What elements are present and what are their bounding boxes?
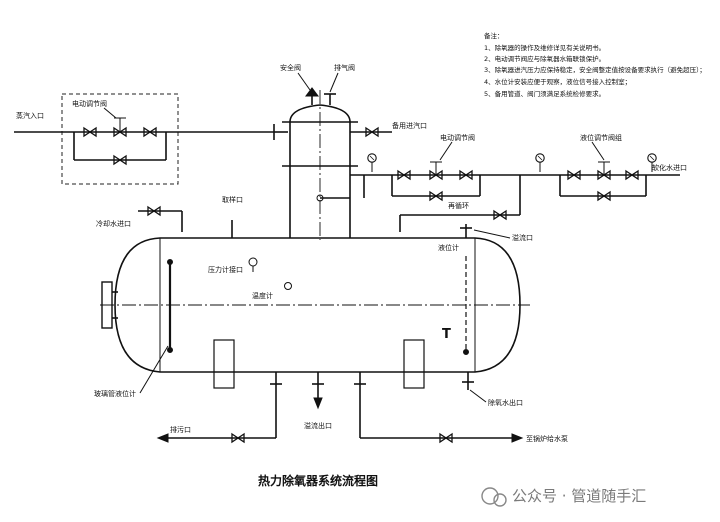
water-inlet-line: 电动调节阀 液位调节阀组 软化水进口 再循环 — [350, 133, 687, 232]
head-shell — [289, 104, 351, 238]
thermometer-label: 温度计 — [252, 291, 273, 300]
note-item: 1、除氧器的操作及维修详见有关说明书。 — [484, 43, 605, 52]
pressure-port-label: 压力计接口 — [208, 265, 243, 274]
steam-inlet-group: 蒸汽入口 电动调节阀 — [14, 93, 288, 185]
safety-valve-label: 安全阀 — [280, 63, 301, 72]
recirculation-label: 再循环 — [448, 201, 469, 210]
note-item: 2、电动调节阀应与除氧器水箱联锁保护。 — [484, 54, 605, 63]
cold-water-label: 冷却水进口 — [96, 219, 131, 228]
glass-gauge-label: 玻璃管液位计 — [94, 389, 136, 398]
saddle-support — [403, 339, 425, 389]
note-item: 3、除氧器进汽压力应保持稳定，安全阀整定值按设备要求执行（避免超压）； — [484, 65, 706, 74]
drain-outlet-label: 排污口 — [170, 425, 191, 434]
wechat-icon — [481, 487, 499, 505]
sampling-label: 取样口 — [222, 195, 243, 204]
spare-inlet-label: 备用进汽口 — [392, 121, 427, 130]
pressure-gauge-icon — [367, 153, 377, 173]
deaerator-head: 安全阀 排气阀 — [280, 63, 358, 240]
manhole — [101, 281, 113, 329]
boiler-feed-label: 至锅炉给水泵 — [526, 434, 568, 443]
overflow-label: 溢流口 — [512, 233, 533, 242]
water-regulator-label: 电动调节阀 — [440, 133, 475, 142]
level-gauge-label: 液位计 — [438, 243, 459, 252]
note-item: 5、备用管道、阀门须满足系统检修要求。 — [484, 89, 605, 98]
spare-steam-inlet: 备用进汽口 — [350, 121, 427, 137]
level-mark: T — [442, 327, 451, 342]
overflow-outlet-label: 溢流出口 — [304, 421, 332, 430]
note-item: 4、水位计安装应便于观察，液位信号接入控制室； — [484, 77, 631, 86]
softened-water-label: 软化水进口 — [652, 163, 687, 172]
steam-regulator-label: 电动调节阀 — [72, 99, 107, 108]
cold-water-inlet: 冷却水进口 取样口 — [96, 195, 243, 238]
steam-inlet-label: 蒸汽入口 — [16, 111, 44, 120]
notes-heading: 备注： — [484, 31, 504, 40]
safety-valve-icon — [305, 87, 319, 97]
valve-station-box — [61, 93, 179, 185]
level-control-label: 液位调节阀组 — [580, 133, 622, 142]
watermark: 公众号 · 管道随手汇 — [481, 487, 646, 507]
watermark-text: 公众号 · 管道随手汇 — [512, 487, 646, 505]
saddle-support — [213, 339, 235, 389]
storage-tank: 玻璃管液位计 压力计接口 温度计 液位计 T 溢流口 — [94, 224, 533, 398]
thermometer-icon — [248, 257, 258, 267]
thermometer-icon — [284, 282, 292, 290]
vent-valve-label: 排气阀 — [334, 63, 355, 72]
arrow-down-icon — [313, 397, 323, 410]
notes-block: 备注： 1、除氧器的操作及维修详见有关说明书。 2、电动调节阀应与除氧器水箱联锁… — [484, 31, 706, 98]
water-outlet-label: 除氧水出口 — [488, 398, 523, 407]
bottom-connections: 排污口 溢流出口 至锅炉给水泵 除氧水出口 — [156, 372, 568, 443]
arrow-right-icon — [511, 433, 524, 443]
diagram-title: 热力除氧器系统流程图 — [258, 473, 378, 488]
pressure-gauge-icon — [535, 153, 545, 173]
arrow-left-icon — [156, 433, 169, 443]
